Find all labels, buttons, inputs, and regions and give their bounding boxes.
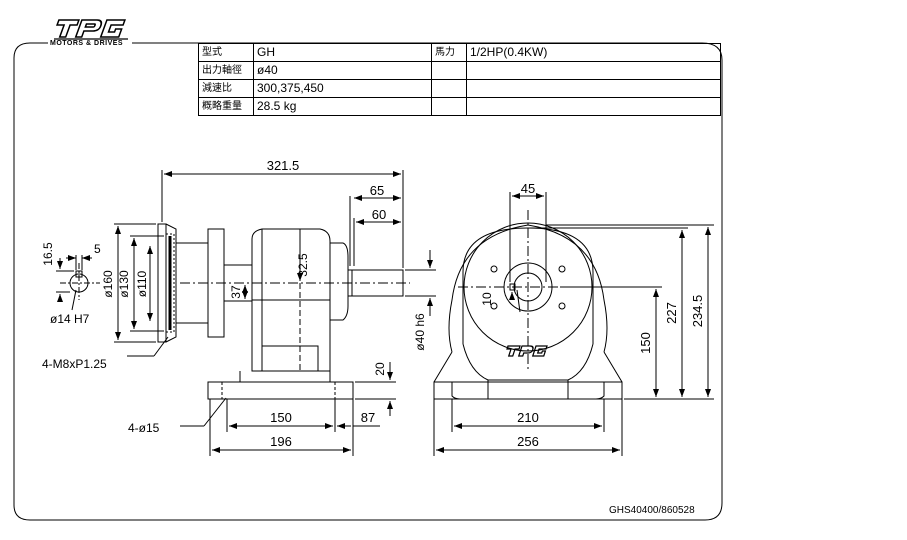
- dim-flange-160: ø160: [101, 270, 115, 298]
- side-view-dimensions: [114, 170, 436, 456]
- dim-flange-130: ø130: [117, 270, 131, 298]
- brand-subtitle: MOTORS & DRIVES: [50, 40, 124, 47]
- spec-table: 型式 GH 馬力 1/2HP(0.4KW) 出力軸徑 ø40 減速比 300,3…: [198, 43, 721, 116]
- side-view: [157, 223, 410, 400]
- dim-shaft-60: 60: [372, 207, 386, 222]
- dim-shaft-65: 65: [370, 183, 384, 198]
- dim-37: 37: [229, 285, 243, 299]
- callout-bore: ø14 H7: [50, 312, 90, 326]
- dim-height-234-5: 234.5: [690, 295, 705, 328]
- drawing-number: GHS40400/860528: [609, 505, 695, 516]
- spec-value-2: [466, 97, 721, 116]
- sheet-border: [13, 42, 723, 521]
- dim-keyway-16-5: 16.5: [41, 242, 55, 266]
- dim-foot-256: 256: [517, 434, 539, 449]
- spec-row: 型式 GH 馬力 1/2HP(0.4KW): [198, 43, 721, 62]
- spec-row: 出力軸徑 ø40: [198, 61, 721, 80]
- dim-height-227: 227: [664, 302, 679, 324]
- dim-center-height-150: 150: [638, 332, 653, 354]
- dimension-labels: 321.5 65 60 16.5 5 ø14 H7 ø160 ø130 ø110…: [41, 158, 705, 449]
- dim-base-20: 20: [373, 362, 387, 376]
- front-view-dimensions: [433, 192, 714, 456]
- dim-key-45: 45: [521, 181, 535, 196]
- dim-foot-210: 210: [517, 410, 539, 425]
- dim-shaft-diameter: ø40 h6: [413, 313, 427, 351]
- dim-flange-110: ø110: [135, 270, 149, 297]
- spec-row: 減速比 300,375,450: [198, 79, 721, 98]
- dim-key-10: 10: [480, 292, 494, 306]
- dim-base-196: 196: [270, 434, 292, 449]
- brand-logo: [54, 19, 128, 40]
- spec-row: 概略重量 28.5 kg: [198, 97, 721, 116]
- keyway-detail: [56, 255, 100, 311]
- spec-value: 28.5 kg: [253, 97, 432, 116]
- front-view: [433, 210, 660, 400]
- dim-keyway-5: 5: [94, 242, 101, 256]
- callout-holes: 4-ø15: [128, 421, 160, 435]
- callout-tap: 4-M8xP1.25: [42, 357, 107, 371]
- dim-32-5: 32.5: [296, 253, 310, 277]
- dim-overall-length: 321.5: [267, 158, 300, 173]
- dim-base-150: 150: [270, 410, 292, 425]
- dim-base-87: 87: [361, 410, 375, 425]
